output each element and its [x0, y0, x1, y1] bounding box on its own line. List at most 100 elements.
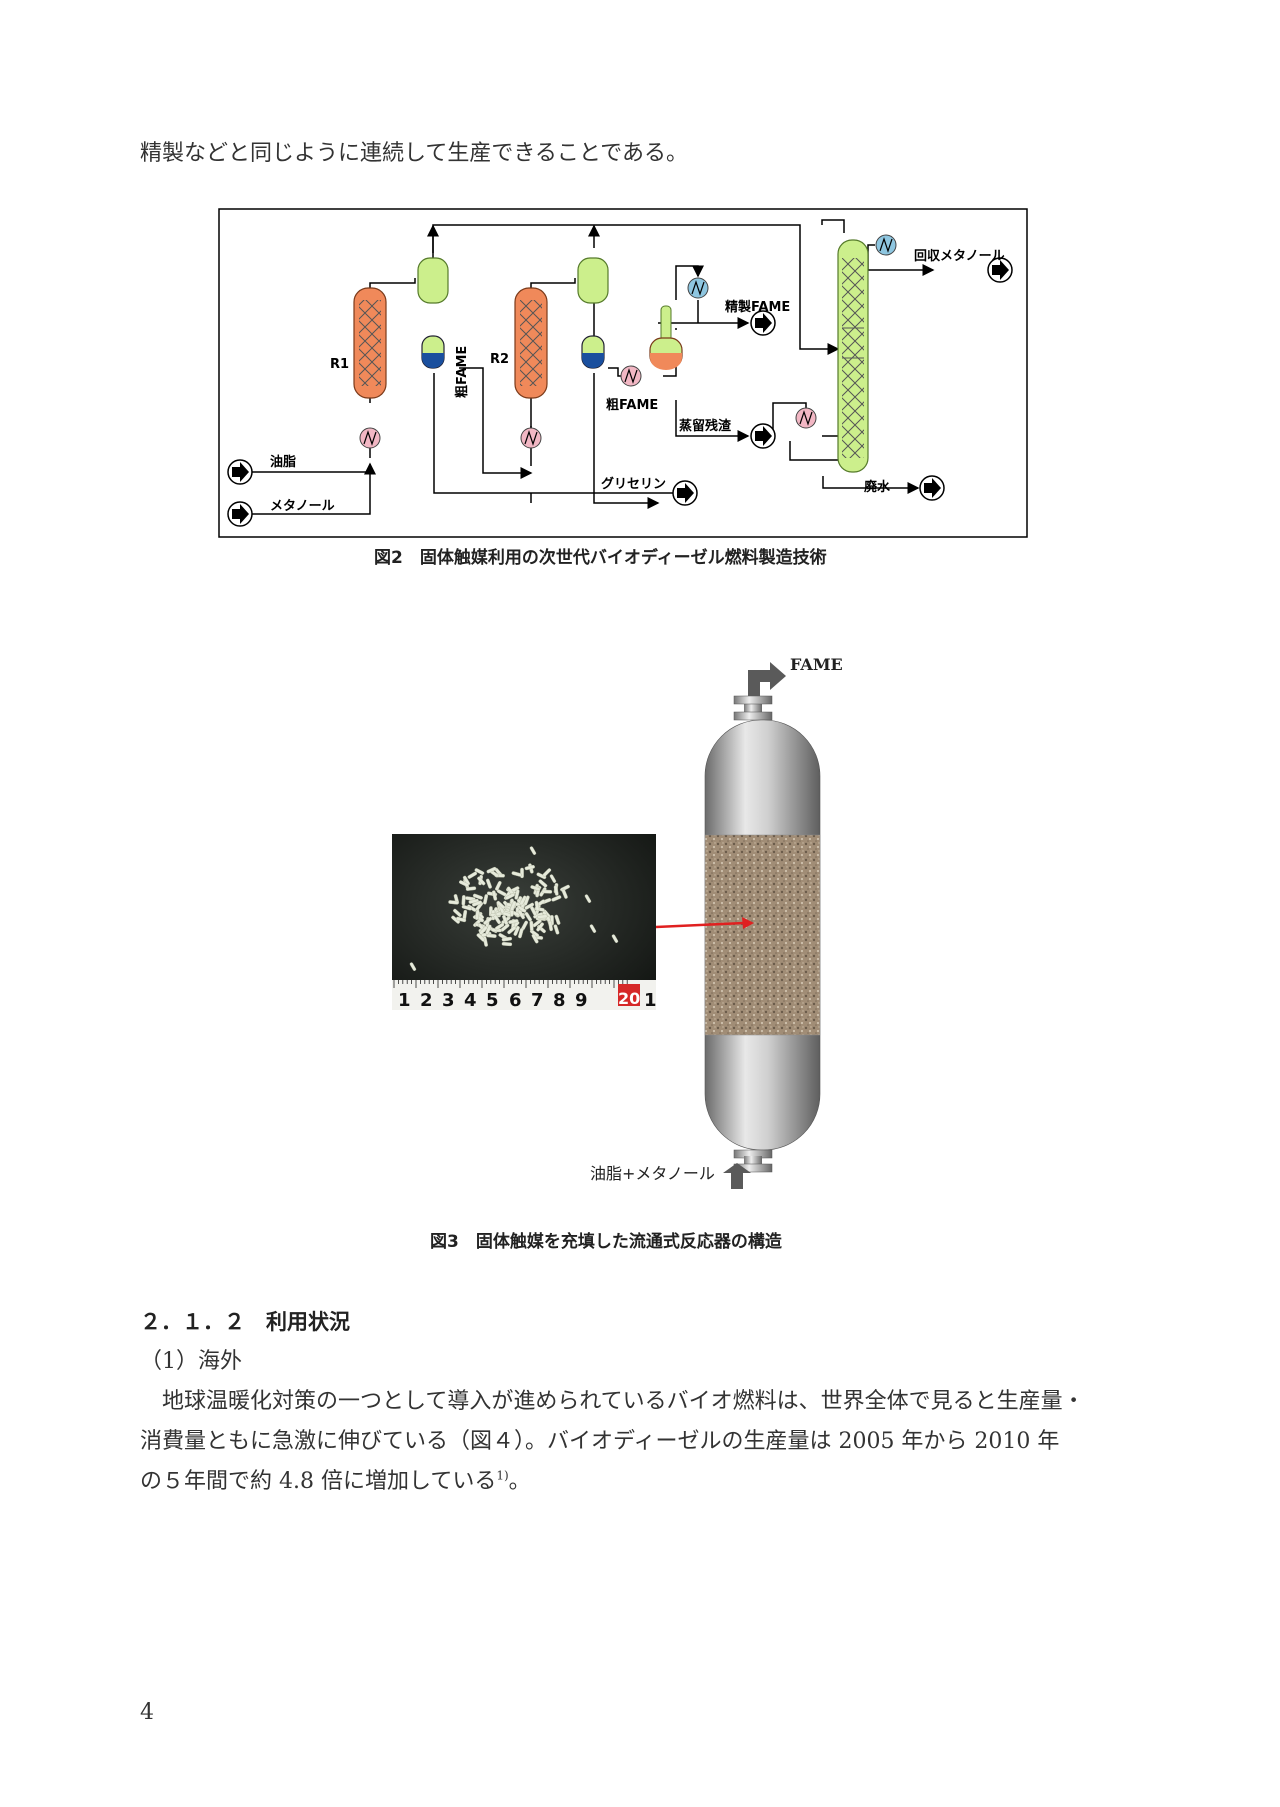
- catalyst-pellet: [611, 934, 619, 943]
- catalyst-pellet: [501, 936, 513, 942]
- fame-output-label: FAME: [790, 655, 843, 674]
- catalyst-pellet: [517, 909, 525, 920]
- catalyst-pellet: [514, 889, 520, 900]
- catalyst-pellet: [530, 885, 541, 892]
- catalyst-pellet: [523, 895, 530, 906]
- catalyst-pellet: [584, 894, 592, 903]
- ruler-num-tail: 1: [644, 990, 656, 1010]
- section-heading: ２．１．２ 利用状況: [140, 1309, 350, 1334]
- catalyst-pellet: [518, 928, 524, 939]
- catalyst-pellet: [485, 878, 492, 889]
- catalyst-pellet: [511, 871, 522, 877]
- ruler-num-6: 6: [509, 990, 522, 1010]
- catalyst-pellet: [536, 922, 544, 932]
- catalyst-pellet: [494, 922, 505, 931]
- catalyst-pellet: [513, 925, 520, 936]
- catalyst-pellet: [501, 942, 513, 947]
- catalyst-pellet: [507, 926, 517, 935]
- ruler-num-20: 20: [618, 989, 640, 1008]
- catalyst-pellet: [476, 933, 486, 942]
- figure-3-caption: 図3 固体触媒を充填した流通式反応器の構造: [430, 1232, 782, 1252]
- catalyst-pellet: [529, 920, 534, 932]
- catalyst-pellet: [458, 880, 469, 887]
- citation-ref: 1): [496, 1468, 509, 1483]
- ruler-num-5: 5: [486, 990, 499, 1010]
- catalyst-pellet: [494, 880, 502, 891]
- catalyst-pellet: [537, 914, 548, 919]
- ruler-num-2: 2: [420, 990, 433, 1010]
- catalyst-pellet: [465, 886, 477, 891]
- catalyst-pellet: [536, 872, 547, 880]
- catalyst-pellet: [483, 894, 489, 905]
- label-crude-fame: 粗FAME: [606, 397, 658, 413]
- catalyst-pellet: [534, 900, 540, 912]
- catalyst-pellet: [485, 924, 492, 935]
- label-wastewater: 廃水: [863, 479, 891, 495]
- label-r1: R1: [330, 357, 349, 372]
- catalyst-pellet: [477, 876, 486, 886]
- catalyst-pellet: [502, 914, 509, 925]
- paragraph-line-3: の５年間で約 4.8 倍に増加している1)。: [140, 1468, 531, 1494]
- label-oil: 油脂: [270, 454, 296, 470]
- label-r2: R2: [490, 352, 509, 367]
- catalyst-pellet: [474, 909, 480, 921]
- ruler-num-3: 3: [442, 990, 455, 1010]
- catalyst-pellet: [448, 900, 459, 905]
- page-number: 4: [140, 1700, 154, 1725]
- catalyst-pellet: [486, 933, 497, 938]
- catalyst-pellet: [505, 892, 515, 900]
- ruler-num-7: 7: [531, 990, 544, 1010]
- ruler-num-1: 1: [398, 990, 411, 1010]
- catalyst-pellet: [541, 889, 553, 894]
- catalyst-pellet: [508, 919, 519, 924]
- catalyst-pellet: [461, 895, 466, 906]
- section-subheading: （1）海外: [140, 1349, 242, 1374]
- paragraph-line-1: 地球温暖化対策の一つとして導入が進められているバイオ燃料は、世界全体で見ると生産…: [140, 1389, 1085, 1414]
- catalyst-pellet: [491, 890, 498, 901]
- ruler-num-4: 4: [464, 990, 477, 1010]
- catalyst-pellet: [496, 900, 506, 910]
- catalyst-pellet: [524, 902, 535, 910]
- catalyst-pellet: [472, 893, 483, 900]
- feed-input-label: 油脂+メタノール: [590, 1164, 715, 1183]
- catalyst-pellet: [548, 920, 553, 932]
- catalyst-pellet: [554, 914, 561, 925]
- catalyst-pellet: [510, 900, 517, 911]
- figure-2-diagram: R1 R2 油脂 メタノール 粗FAME 粗FAME 精製FAME 蒸留残渣 グ…: [218, 208, 1028, 538]
- catalyst-pellet: [461, 904, 472, 911]
- catalyst-pellet: [479, 926, 488, 935]
- catalyst-pellet: [474, 868, 485, 875]
- catalyst-pellet: [483, 916, 493, 925]
- red-pointer-arrow: [655, 915, 756, 935]
- catalyst-pellet: [462, 875, 470, 886]
- label-distillation-residue: 蒸留残渣: [679, 418, 732, 434]
- catalyst-pellet: [531, 933, 539, 944]
- figure-2-caption: 図2 固体触媒利用の次世代バイオディーゼル燃料製造技術: [374, 548, 827, 568]
- label-glycerin: グリセリン: [601, 476, 666, 492]
- catalyst-pellet: [561, 888, 568, 899]
- catalyst-pellet: [472, 900, 483, 907]
- label-refined-fame: 精製FAME: [725, 299, 790, 315]
- catalyst-pellet: [549, 874, 557, 883]
- catalyst-pellet: [542, 868, 552, 877]
- paragraph-line-2: 消費量ともに急激に伸びている（図４）。バイオディーゼルの生産量は 2005 年か…: [140, 1429, 1060, 1454]
- label-recovered-methanol: 回収メタノール: [914, 249, 1005, 264]
- catalyst-photo: 1 2 3 4 5 6 7 8 9 20 1: [392, 834, 656, 1010]
- catalyst-pellet: [524, 865, 535, 871]
- catalyst-pellet: [589, 924, 597, 933]
- catalyst-pellet: [538, 879, 548, 888]
- catalyst-pellet: [453, 908, 462, 918]
- catalyst-pellet: [553, 885, 559, 896]
- catalyst-pellet: [524, 911, 532, 922]
- catalyst-pellet: [486, 866, 497, 874]
- label-methanol: メタノール: [270, 499, 335, 514]
- label-crude-fame-vertical: 粗FAME: [454, 346, 470, 398]
- catalyst-pellet: [467, 871, 478, 879]
- flow-reactor: [580, 650, 910, 1190]
- ruler-num-9: 9: [575, 990, 588, 1010]
- catalyst-pellet: [529, 846, 537, 855]
- ruler-num-8: 8: [553, 990, 566, 1010]
- intro-text: 精製などと同じように連続して生産できることである。: [140, 141, 689, 166]
- catalyst-pellet: [409, 962, 417, 971]
- catalyst-pellet: [519, 895, 527, 906]
